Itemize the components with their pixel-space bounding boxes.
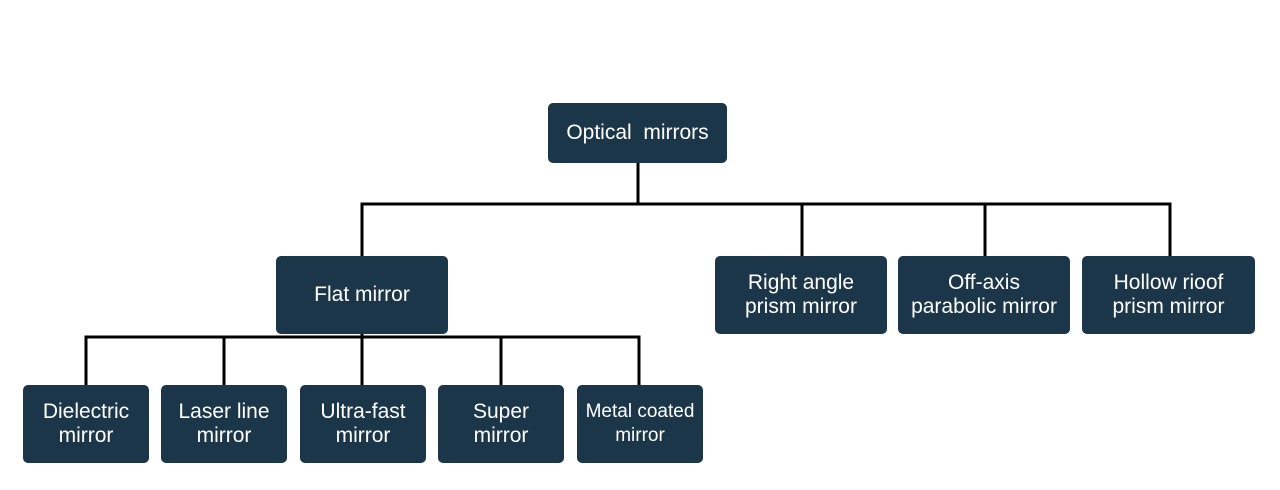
- node-label-line-2: mirror: [196, 424, 252, 447]
- node-metal-coated-mirror: Metal coated mirror: [577, 385, 703, 463]
- node-optical-mirrors: Optical mirrors: [548, 103, 727, 163]
- node-laser-line-mirror: Laser line mirror: [161, 385, 287, 463]
- node-label-line-2: mirror: [473, 424, 529, 447]
- node-label-line-2: mirror: [615, 425, 665, 446]
- node-ultra-fast-mirror: Ultra-fast mirror: [300, 385, 426, 463]
- node-label-line-2: mirror: [335, 424, 391, 447]
- node-super-mirror: Super mirror: [438, 385, 564, 463]
- node-off-axis-parabolic-mirror: Off-axis parabolic mirror: [898, 256, 1070, 334]
- node-label-line-2: prism mirror: [1112, 295, 1225, 318]
- node-right-angle-prism-mirror: Right angle prism mirror: [715, 256, 887, 334]
- node-label-line-1: Laser line: [178, 400, 270, 423]
- node-hollow-roof-prism-mirror: Hollow rioof prism mirror: [1082, 256, 1255, 334]
- node-flat-mirror: Flat mirror: [276, 256, 448, 334]
- node-label: Flat mirror: [314, 283, 410, 306]
- node-label-line-2: parabolic mirror: [911, 295, 1057, 318]
- node-label-line-1: Right angle: [747, 271, 855, 294]
- node-label-line-1: Off-axis: [948, 271, 1020, 294]
- node-label-line-1: Hollow rioof: [1113, 271, 1224, 294]
- node-label-line-2: prism mirror: [745, 295, 857, 318]
- node-label-line-1: Super: [472, 400, 530, 423]
- node-label: Optical mirrors: [566, 121, 709, 144]
- node-label-line-2: mirror: [58, 424, 114, 447]
- node-dielectric-mirror: Dielectric mirror: [23, 385, 149, 463]
- node-label-line-1: Metal coated: [585, 401, 695, 422]
- node-label-line-1: Ultra-fast: [320, 400, 406, 423]
- node-label-line-1: Dielectric: [42, 400, 130, 423]
